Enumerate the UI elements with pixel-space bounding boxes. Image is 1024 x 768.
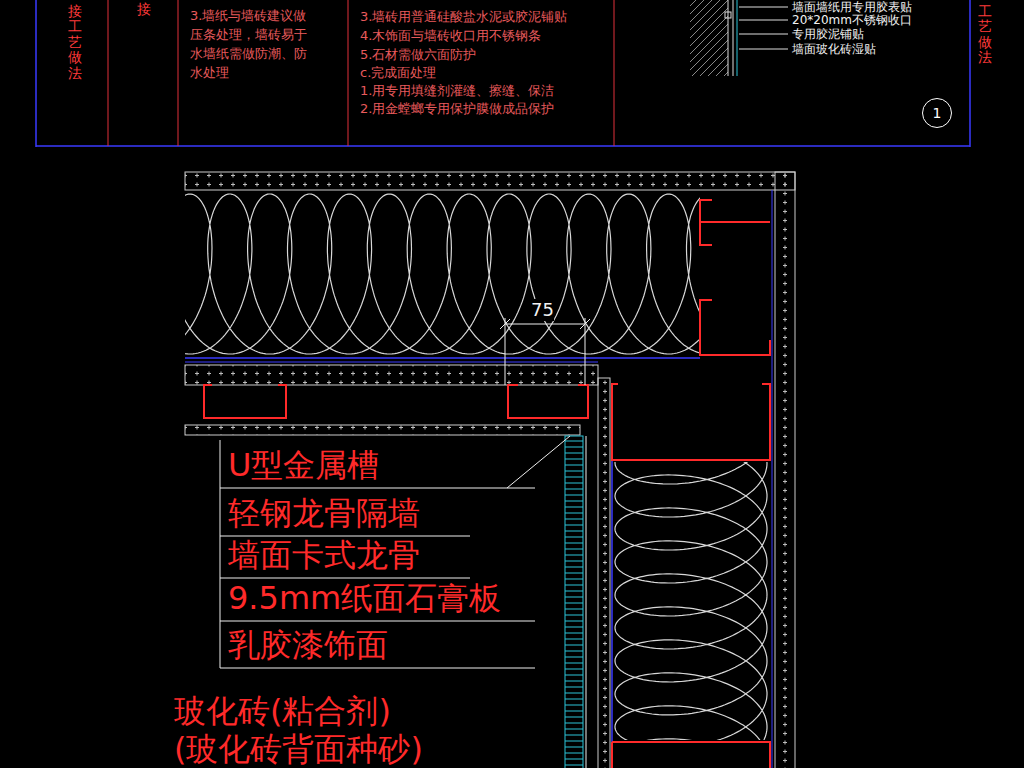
table-frame	[36, 0, 970, 147]
part-label: U型金属槽	[228, 447, 379, 484]
part-label: 20*20mm不锈钢收口	[792, 13, 912, 27]
wall-section	[128, 172, 811, 768]
dimension: 75	[531, 299, 554, 321]
table-note: 3.墙纸与墙砖建议做压条处理，墙砖易于水墙纸需做防潮、防水处理	[190, 6, 318, 82]
part-label: 墙面墙纸用专用胶表贴	[792, 0, 912, 14]
callout-circle: 1	[922, 98, 952, 128]
table-note: 5.石材需做六面防护	[360, 46, 476, 63]
part-label: 专用胶泥铺贴	[792, 27, 864, 41]
wall-detail	[690, 0, 788, 76]
part-label: 玻化砖(粘合剂)	[174, 693, 391, 729]
column-heading: 工艺做法	[978, 4, 992, 66]
table-note: 4.木饰面与墙砖收口用不锈钢条	[360, 27, 541, 44]
part-label: 9.5mm纸面石膏板	[228, 580, 501, 617]
part-label: 轻钢龙骨隔墙	[228, 495, 420, 532]
column-heading: 接工艺做法	[68, 4, 82, 81]
part-label: 墙面卡式龙骨	[228, 537, 420, 574]
table-note: 3.墙砖用普通硅酸盐水泥或胶泥铺贴	[360, 8, 567, 25]
callout-number: 1	[933, 105, 942, 121]
column-heading: 接	[137, 2, 151, 17]
part-label: (玻化砖背面种砂)	[174, 731, 423, 767]
table-note: 2.用金螳螂专用保护膜做成品保护	[360, 100, 554, 117]
part-label: 乳胶漆饰面	[228, 627, 388, 664]
part-label: 墙面玻化砖湿贴	[792, 42, 876, 56]
table-note: c.完成面处理	[360, 64, 436, 81]
table-note: 1.用专用填缝剂灌缝、擦缝、保洁	[360, 82, 554, 99]
